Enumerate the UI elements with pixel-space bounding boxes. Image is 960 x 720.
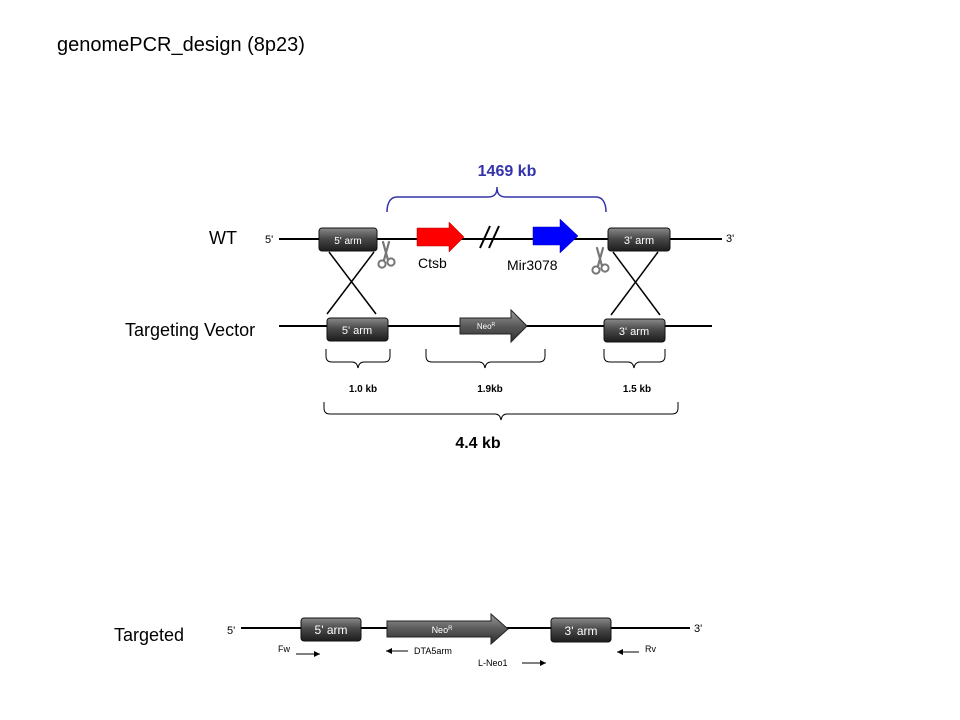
targeted-3arm-label: 3' arm [565,624,598,638]
total-size-label: 4.4 kb [455,435,501,452]
mir3078-gene-arrow [532,218,579,254]
primer-lneo1-label: L-Neo1 [478,658,508,668]
recombination-cross-5 [326,251,377,315]
vector-5arm-label: 5' arm [342,325,372,337]
primer-rv: Rv [617,644,656,655]
vector-5arm-box: 5' arm [326,317,389,342]
vector-3arm-label: 3' arm [619,326,649,338]
targeted-3arm-box: 3' arm [550,617,612,643]
svg-text:NeoR: NeoR [477,322,496,331]
brace-5arm [325,349,391,369]
wt-3prime-label: 3' [726,233,734,245]
targeted-neo-label: Neo [432,625,449,635]
wt-span-bracket [386,186,607,213]
targeted-3prime-label: 3' [694,623,702,635]
break-mark-right [488,225,500,249]
wt-5arm-label: 5' arm [334,236,361,247]
wt-5arm-box: 5' arm [318,227,378,252]
break-mark-left [479,225,491,249]
wt-3arm-box: 3' arm [607,227,671,252]
targeted-5prime-label: 5' [227,625,235,637]
wt-row-label: WT [209,228,237,248]
page-title: genomePCR_design (8p23) [57,34,305,56]
ctsb-label: Ctsb [418,255,447,271]
mir3078-label: Mir3078 [507,257,558,273]
primer-rv-label: Rv [645,644,656,654]
wt-3arm-label: 3' arm [624,235,654,247]
scissors-icon [377,240,396,269]
targeted-5arm-label: 5' arm [315,623,348,637]
vector-neo-superscript: R [492,322,496,328]
primer-dta5arm: DTA5arm [386,646,452,656]
primer-lneo1-arrow-icon [540,660,546,666]
targeted-neo-arrow: NeoR [386,612,509,646]
scissors-icon [591,246,610,275]
brace-3arm [603,349,666,369]
primer-fw: Fw [278,644,320,657]
targeted-row-label: Targeted [114,625,184,645]
svg-text:NeoR: NeoR [432,625,454,635]
size-3arm-label: 1.5 kb [623,384,651,395]
vector-3arm-box: 3' arm [603,318,666,343]
targeted-5arm-box: 5' arm [300,617,362,642]
primer-dta5arm-arrow-icon [386,648,392,654]
vector-neo-arrow: NeoR [459,308,528,344]
primer-lneo1: L-Neo1 [478,658,546,668]
primer-dta5arm-label: DTA5arm [414,646,452,656]
ctsb-gene-arrow [416,221,465,253]
wt-5prime-label: 5' [265,234,273,246]
vector-row-label: Targeting Vector [125,320,255,340]
primer-fw-arrow-icon [314,651,320,657]
vector-neo-label: Neo [477,322,492,331]
primer-rv-arrow-icon [617,649,623,655]
recombination-cross-3 [610,251,661,316]
wt-span-label: 1469 kb [478,163,537,180]
primer-fw-label: Fw [278,644,290,654]
brace-neo [425,349,546,369]
size-neo-label: 1.9kb [477,384,503,395]
size-5arm-label: 1.0 kb [349,384,377,395]
brace-total [323,402,679,421]
targeted-neo-superscript: R [448,626,453,632]
